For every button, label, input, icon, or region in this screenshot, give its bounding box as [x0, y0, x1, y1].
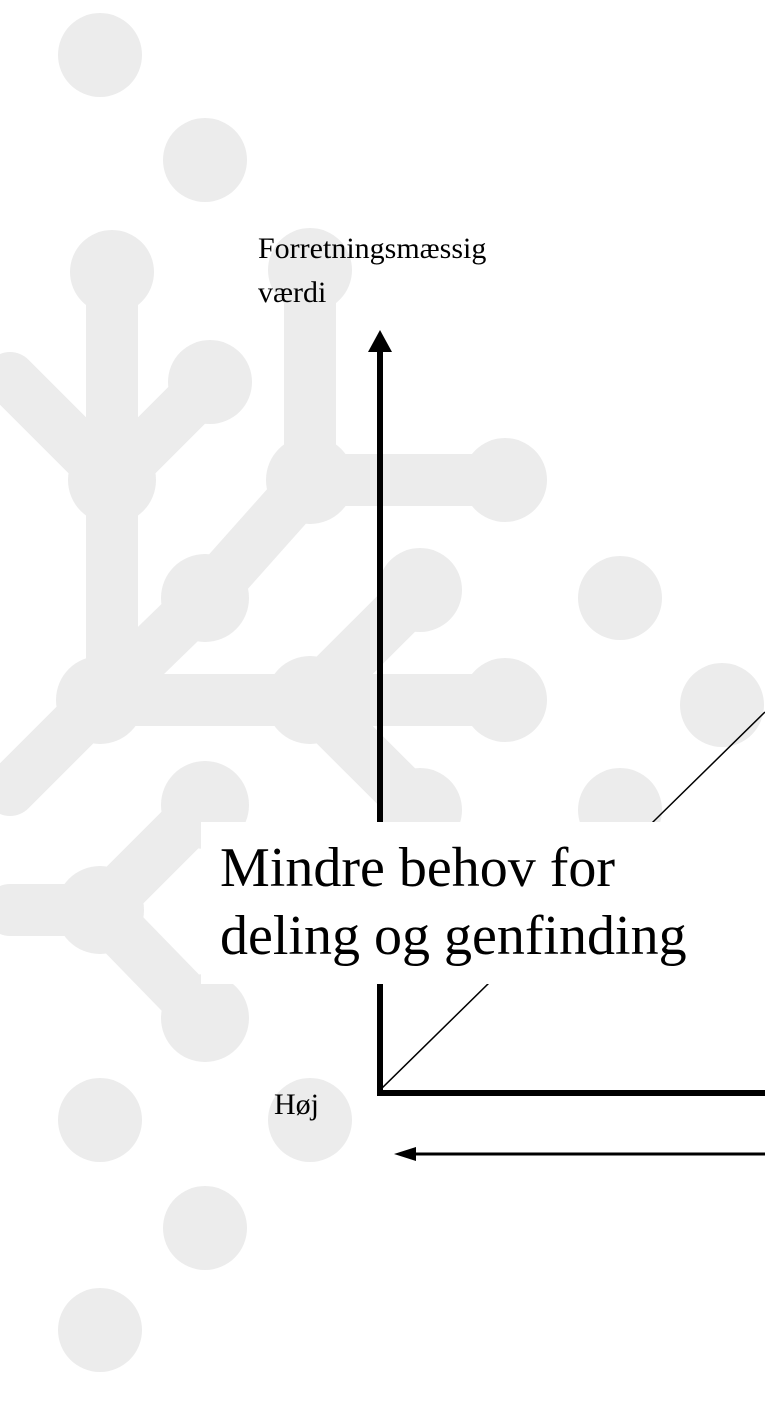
center-label-box: Mindre behov for deling og genfinding: [201, 822, 765, 984]
x-direction-arrowhead: [394, 1147, 416, 1161]
y-axis-label-line-2: værdi: [258, 276, 327, 309]
y-axis-label-line-1: Forretningsmæssig: [258, 232, 487, 265]
center-label-line-1: Mindre behov for: [220, 837, 616, 899]
x-axis-left-label: Høj: [274, 1088, 319, 1121]
y-axis-arrowhead: [368, 330, 392, 352]
center-label-line-2: deling og genfinding: [220, 905, 687, 967]
